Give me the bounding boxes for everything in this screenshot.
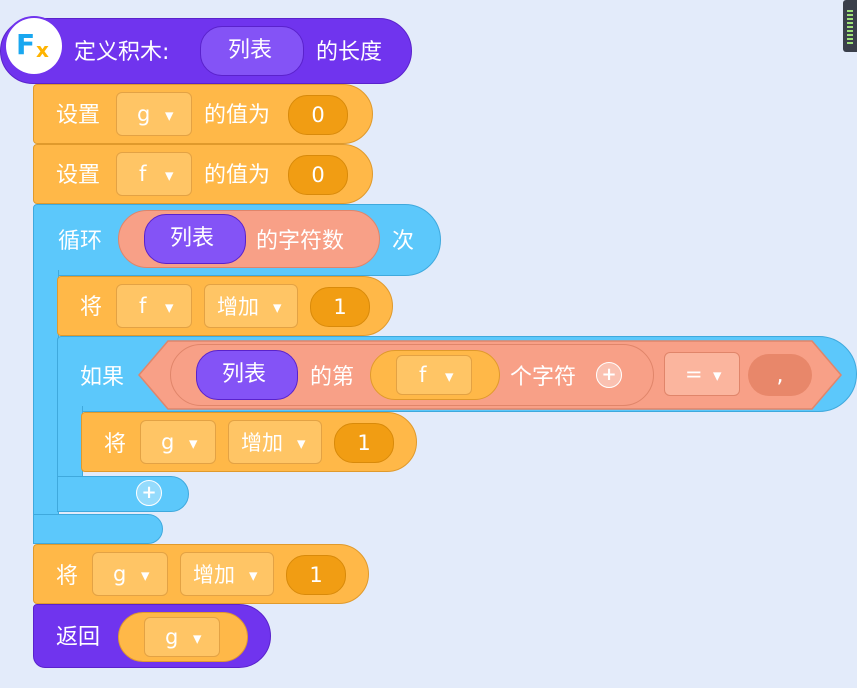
- chevron-down-icon: ▼: [713, 369, 722, 383]
- change-f-var-dropdown[interactable]: f ▼: [116, 284, 192, 328]
- if-add-plus-icon[interactable]: +: [136, 480, 162, 506]
- loop-suffix: 次: [392, 229, 415, 254]
- change-g-outer-op-dropdown[interactable]: 增加 ▼: [180, 552, 274, 596]
- index-var-dropdown[interactable]: f ▼: [396, 355, 472, 395]
- set-f-label: 设置: [56, 163, 101, 188]
- chevron-down-icon: ▼: [165, 301, 174, 315]
- return-var-dropdown[interactable]: g ▼: [144, 617, 220, 657]
- define-label: 定义积木:: [74, 40, 170, 65]
- chevron-down-icon: ▼: [249, 569, 258, 583]
- chevron-down-icon: ▼: [445, 370, 454, 384]
- loop-arm: [33, 270, 59, 520]
- change-g-outer-value[interactable]: 1: [286, 555, 346, 595]
- define-param-pill[interactable]: [200, 26, 304, 76]
- if-of-text: 的第: [310, 365, 355, 390]
- chevron-down-icon: ▼: [165, 169, 174, 183]
- badge-x: x: [36, 38, 49, 62]
- chevron-down-icon: ▼: [193, 632, 202, 646]
- define-suffix: 的长度: [316, 40, 383, 65]
- change-g-outer-label: 将: [56, 564, 79, 589]
- set-f-value[interactable]: 0: [288, 155, 348, 195]
- set-f-mid: 的值为: [204, 163, 271, 188]
- chevron-down-icon: ▼: [165, 109, 174, 123]
- set-g-mid: 的值为: [204, 103, 271, 128]
- set-g-var-dropdown[interactable]: g ▼: [116, 92, 192, 136]
- define-badge-icon: F x: [6, 18, 62, 74]
- chevron-down-icon: ▼: [141, 569, 150, 583]
- chevron-down-icon: ▼: [297, 437, 306, 451]
- change-f-op-dropdown[interactable]: 增加 ▼: [204, 284, 298, 328]
- loop-reporter-text: 的字符数: [256, 229, 345, 254]
- set-g-label: 设置: [56, 103, 101, 128]
- level-meter-icon: [843, 0, 857, 52]
- change-g-inner-op-dropdown[interactable]: 增加 ▼: [228, 420, 322, 464]
- set-g-value[interactable]: 0: [288, 95, 348, 135]
- chevron-down-icon: ▼: [189, 437, 198, 451]
- loop-param-text: 列表: [170, 226, 215, 251]
- set-f-var-dropdown[interactable]: f ▼: [116, 152, 192, 196]
- return-label: 返回: [56, 625, 101, 650]
- if-char-text: 个字符: [510, 365, 577, 390]
- badge-f: F: [16, 28, 36, 61]
- if-param-text: 列表: [222, 362, 267, 387]
- loop-footer: [33, 514, 163, 544]
- if-footer: [57, 476, 189, 512]
- change-g-inner-label: 将: [104, 432, 127, 457]
- compare-op-dropdown[interactable]: = ▼: [664, 352, 740, 396]
- change-f-value[interactable]: 1: [310, 287, 370, 327]
- change-f-label: 将: [80, 295, 103, 320]
- change-g-outer-var-dropdown[interactable]: g ▼: [92, 552, 168, 596]
- if-label: 如果: [80, 365, 125, 390]
- loop-param-pill[interactable]: [144, 214, 246, 264]
- reporter-add-plus-icon[interactable]: +: [596, 362, 622, 388]
- loop-label: 循环: [58, 229, 103, 254]
- change-g-inner-var-dropdown[interactable]: g ▼: [140, 420, 216, 464]
- compare-value[interactable]: ,: [748, 354, 812, 396]
- if-param-pill[interactable]: [196, 350, 298, 400]
- define-param-text: 列表: [228, 38, 273, 63]
- change-g-inner-value[interactable]: 1: [334, 423, 394, 463]
- chevron-down-icon: ▼: [273, 301, 282, 315]
